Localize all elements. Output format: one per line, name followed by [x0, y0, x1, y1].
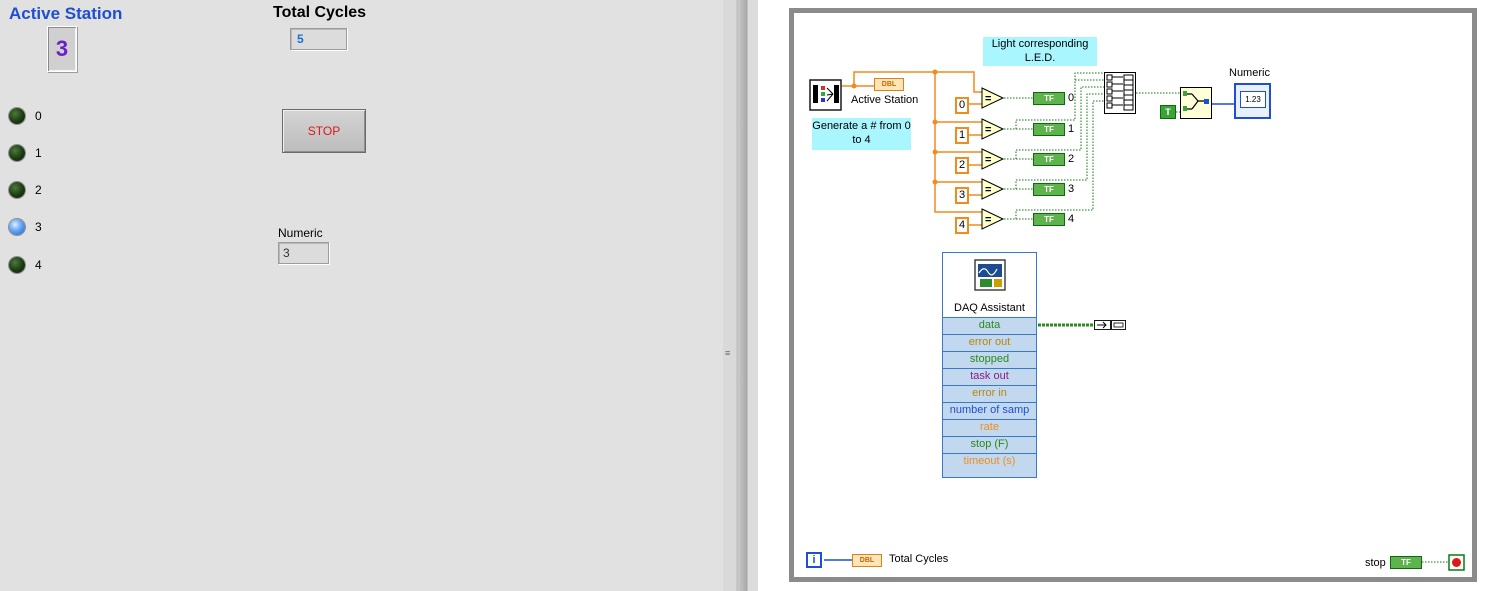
loop-condition-stop-icon[interactable]	[1448, 554, 1466, 572]
wire-junctions	[851, 69, 938, 185]
search-array-icon[interactable]	[1180, 87, 1213, 120]
total-cycles-label: Total Cycles	[273, 4, 367, 21]
constant-0[interactable]: 0	[955, 97, 969, 114]
equal-node-icon[interactable]: =	[981, 148, 1005, 170]
daq-terminal-stop[interactable]: stop (F)	[943, 436, 1036, 452]
numeric-terminal-icon: 1.23	[1240, 91, 1266, 108]
daq-terminal-task-out[interactable]: task out	[943, 368, 1036, 384]
led-terminal-4[interactable]: TF	[1033, 213, 1065, 226]
numeric-indicator: 3	[278, 242, 329, 264]
daq-terminal-rate[interactable]: rate	[943, 419, 1036, 435]
led-label-0: 0	[35, 109, 42, 123]
daq-assistant-node[interactable]: DAQ Assistant data error out stopped tas…	[942, 252, 1037, 478]
front-panel: Active Station 3 Total Cycles 5 0 1 2 3 …	[0, 0, 723, 591]
led-2	[9, 182, 25, 198]
active-station-terminal-label: Active Station	[851, 94, 919, 106]
led-terminal-3[interactable]: TF	[1033, 183, 1065, 196]
active-station-label: Active Station	[9, 4, 123, 23]
daq-assistant-title: DAQ Assistant	[954, 302, 1025, 314]
equal-node-icon[interactable]: =	[981, 178, 1005, 200]
led-terminal-label-1: 1	[1068, 123, 1075, 135]
boolean-wires	[1004, 72, 1448, 563]
constant-2[interactable]: 2	[955, 157, 969, 174]
numeric-terminal[interactable]: 1.23	[1234, 83, 1271, 119]
daq-terminal-number-of-samples[interactable]: number of samp	[943, 402, 1036, 418]
daq-terminal-error-in[interactable]: error in	[943, 385, 1036, 401]
led-terminal-label-2: 2	[1068, 153, 1075, 165]
daq-terminal-data[interactable]: data	[943, 317, 1036, 333]
led-3	[9, 219, 25, 235]
led-label-1: 1	[35, 146, 42, 160]
led-label-4: 4	[35, 258, 42, 272]
total-cycles-terminal-label: Total Cycles	[889, 553, 949, 565]
equal-node-icon[interactable]: =	[981, 87, 1005, 109]
numeric-label: Numeric	[278, 226, 323, 240]
true-constant[interactable]: T	[1160, 105, 1176, 119]
svg-text:=: =	[985, 214, 991, 226]
svg-text:=: =	[985, 184, 991, 196]
led-label-3: 3	[35, 220, 42, 234]
daq-assistant-header: DAQ Assistant	[943, 253, 1036, 317]
constant-1[interactable]: 1	[955, 127, 969, 144]
total-cycles-terminal[interactable]: DBL	[852, 554, 882, 567]
random-number-icon[interactable]	[809, 79, 843, 111]
daq-terminal-timeout[interactable]: timeout (s)	[943, 453, 1036, 469]
led-label-2: 2	[35, 183, 42, 197]
active-station-indicator: 3	[47, 26, 77, 72]
led-1	[9, 145, 25, 161]
iteration-terminal[interactable]: i	[806, 552, 822, 568]
stop-terminal-label: stop	[1365, 557, 1386, 569]
pane-splitter[interactable]	[723, 0, 758, 591]
splitter-grip-icon[interactable]: ≡	[725, 348, 731, 358]
led-terminal-label-0: 0	[1068, 92, 1075, 104]
daq-terminal-error-out[interactable]: error out	[943, 334, 1036, 350]
total-cycles-indicator: 5	[290, 28, 347, 50]
constant-4[interactable]: 4	[955, 217, 969, 234]
numeric-wires	[824, 71, 982, 561]
comment-generate: Generate a # from 0 to 4	[812, 118, 911, 150]
led-terminal-0[interactable]: TF	[1033, 92, 1065, 105]
build-array-icon[interactable]	[1104, 72, 1137, 115]
led-4	[9, 257, 25, 273]
stop-terminal[interactable]: TF	[1390, 556, 1422, 569]
equal-node-icon[interactable]: =	[981, 208, 1005, 230]
led-0	[9, 108, 25, 124]
comment-light-led: Light corresponding L.E.D.	[983, 37, 1097, 66]
svg-text:=: =	[985, 154, 991, 166]
active-station-terminal[interactable]: DBL	[874, 78, 904, 91]
led-terminal-label-4: 4	[1068, 213, 1075, 225]
data-indicator-icon[interactable]	[1094, 320, 1127, 331]
numeric-terminal-label: Numeric	[1229, 67, 1270, 79]
svg-text:=: =	[985, 93, 991, 105]
led-terminal-2[interactable]: TF	[1033, 153, 1065, 166]
equal-node-icon[interactable]: =	[981, 118, 1005, 140]
daq-assistant-icon	[974, 259, 1006, 291]
led-terminal-1[interactable]: TF	[1033, 123, 1065, 136]
svg-text:=: =	[985, 124, 991, 136]
constant-3[interactable]: 3	[955, 187, 969, 204]
stop-button[interactable]: STOP	[282, 109, 366, 153]
daq-terminal-stopped[interactable]: stopped	[943, 351, 1036, 367]
led-terminal-label-3: 3	[1068, 183, 1075, 195]
